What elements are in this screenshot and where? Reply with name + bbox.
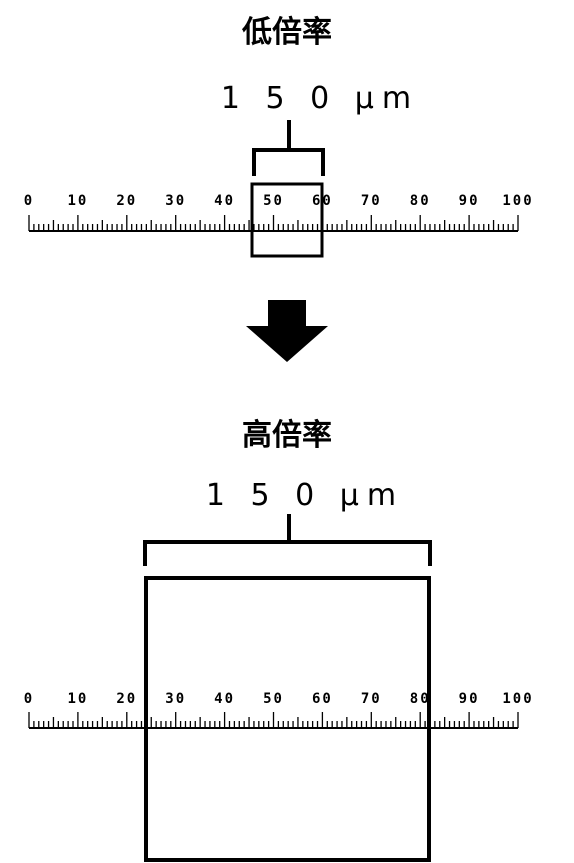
low-ruler-label: 100 [502,193,533,209]
high-magnification-section: 高倍率 1 5 0 μm 0 10 20 30 40 50 60 70 80 90 100 [24,418,533,862]
high-ruler-label: 40 [214,691,235,707]
high-ruler-label: 60 [312,691,333,707]
low-ruler-label: 50 [263,193,284,209]
high-measurement-bracket [143,514,432,566]
high-ruler-label: 20 [116,691,137,707]
high-ruler-label: 50 [263,691,284,707]
low-ruler-label: 70 [361,193,382,209]
low-field-of-view [250,182,324,258]
low-ruler-label: 30 [165,193,186,209]
low-ruler-label: 20 [116,193,137,209]
low-ruler-label: 80 [410,193,431,209]
low-ruler-label: 90 [459,193,480,209]
high-field-of-view [144,576,431,862]
down-arrow-icon [246,300,328,362]
high-ruler-label: 0 [24,691,34,707]
low-measurement-bracket [252,120,325,176]
high-ruler-label: 70 [361,691,382,707]
high-magnification-title: 高倍率 [242,418,332,453]
low-ruler-label: 40 [214,193,235,209]
low-measurement-label: 1 5 0 μm [221,81,419,116]
high-ruler-label: 30 [165,691,186,707]
low-ruler-label: 0 [24,193,34,209]
high-ruler-label: 80 [410,691,431,707]
high-measurement-label: 1 5 0 μm [206,478,404,513]
high-scale-ruler: 0 10 20 30 40 50 60 70 80 90 100 [24,691,533,729]
low-ruler-label: 10 [67,193,88,209]
high-ruler-label: 10 [67,691,88,707]
high-ruler-label: 100 [502,691,533,707]
high-ruler-label: 90 [459,691,480,707]
low-magnification-title: 低倍率 [241,15,332,50]
